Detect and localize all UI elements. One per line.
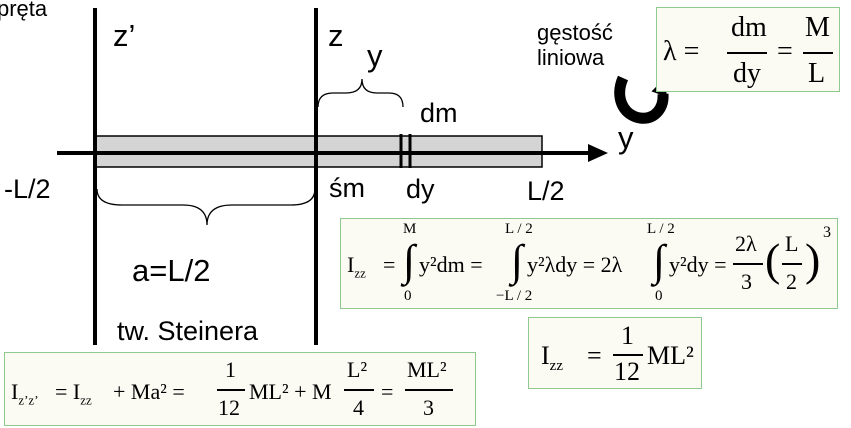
brace-y — [317, 78, 404, 108]
neg-half-length-label: -L/2 — [4, 174, 51, 204]
lambda-frac1-den: dy — [733, 58, 761, 89]
integral1-term: y²dm = — [419, 252, 483, 277]
izz-result-eq: = — [587, 341, 602, 370]
brace-a — [96, 188, 316, 226]
density-label-line1: gęstość — [537, 20, 613, 45]
izz-paren-den: 2 — [786, 269, 797, 294]
y-distance-label: y — [367, 38, 383, 73]
izz-paren-left: ( — [765, 234, 781, 285]
steiner-f2-den: 4 — [353, 395, 364, 420]
steiner-t2: + Ma² = — [113, 379, 185, 404]
integral2-sign: ∫ — [511, 236, 524, 285]
steiner-t1: = Izz — [55, 379, 92, 408]
integral1-top: M — [403, 221, 417, 237]
corner-label: pręta — [0, 0, 48, 21]
steiner-lhs: Iz’z’ — [11, 379, 39, 408]
izz-power: 3 — [823, 224, 831, 241]
izz-result-frac-num: 1 — [621, 321, 634, 350]
y-axis-arrowhead — [588, 144, 608, 162]
z-label: z — [328, 18, 344, 53]
dy-label: dy — [406, 174, 435, 204]
integral2-term: y²λdy = 2λ — [527, 252, 623, 277]
y-axis-label: y — [618, 120, 634, 155]
izz-paren-num: L — [785, 231, 799, 256]
izz-eq1: = — [383, 252, 396, 277]
integral3-sign: ∫ — [653, 236, 666, 285]
integral1-sign: ∫ — [403, 236, 416, 285]
izz-frac-num: 2λ — [735, 231, 757, 256]
steiner-t3: ML² + M — [249, 379, 332, 404]
lambda-equation-box: λ = dm dy = M L — [656, 7, 840, 92]
integral1-bot: 0 — [404, 288, 412, 304]
izz-paren-bar — [782, 263, 802, 265]
lambda-frac2-den: L — [808, 58, 826, 89]
izz-result-frac-bar — [613, 354, 643, 356]
z-prime-label: z’ — [113, 18, 136, 53]
steiner-f1-num: 1 — [225, 357, 236, 382]
lambda-frac2-num: M — [805, 12, 830, 43]
izz-frac-den: 3 — [741, 269, 752, 294]
izz-integral-box: Izz = M ∫ 0 y²dm = L / 2 ∫ −L / 2 y²λdy … — [340, 218, 838, 309]
steiner-f1-bar — [217, 389, 245, 391]
izz-result-lhs: Izz — [541, 341, 563, 375]
izz-frac-bar — [733, 263, 763, 265]
izz-paren-right: ) — [805, 234, 821, 285]
izz-lhs: Izz — [347, 252, 366, 281]
center-of-mass-label: śm — [329, 173, 365, 203]
integral3-top: L / 2 — [647, 221, 675, 237]
lambda-frac2-bar — [803, 52, 833, 54]
steiner-equation-box: Iz’z’ = Izz + Ma² = 1 12 ML² + M L² 4 = … — [4, 352, 476, 426]
lambda-frac1-num: dm — [731, 12, 767, 43]
integral3-bot: 0 — [655, 288, 663, 304]
dm-label: dm — [420, 98, 458, 128]
izz-result-tail: ML² — [647, 341, 694, 370]
steiner-t4: = — [381, 379, 394, 404]
izz-result-frac-den: 12 — [614, 357, 640, 386]
steiner-f3-num: ML² — [407, 357, 447, 382]
steiner-f2-num: L² — [347, 357, 368, 382]
lambda-lhs: λ = — [663, 36, 700, 67]
steiner-f3-bar — [405, 389, 453, 391]
distance-a-label: a=L/2 — [132, 253, 211, 288]
izz-result-box: Izz = 1 12 ML² — [528, 317, 702, 389]
integral3-term: y²dy = — [669, 252, 727, 277]
density-label-line2: liniowa — [537, 45, 605, 70]
steiner-theorem-label: tw. Steinera — [117, 316, 259, 346]
pos-half-length-label: L/2 — [527, 176, 565, 206]
lambda-eq2: = — [777, 36, 793, 67]
integral2-top: L / 2 — [505, 221, 533, 237]
steiner-f1-den: 12 — [218, 395, 240, 420]
lambda-frac1-bar — [727, 52, 767, 54]
steiner-f2-bar — [344, 389, 374, 391]
steiner-f3-den: 3 — [423, 395, 434, 420]
integral2-bot: −L / 2 — [496, 288, 533, 304]
